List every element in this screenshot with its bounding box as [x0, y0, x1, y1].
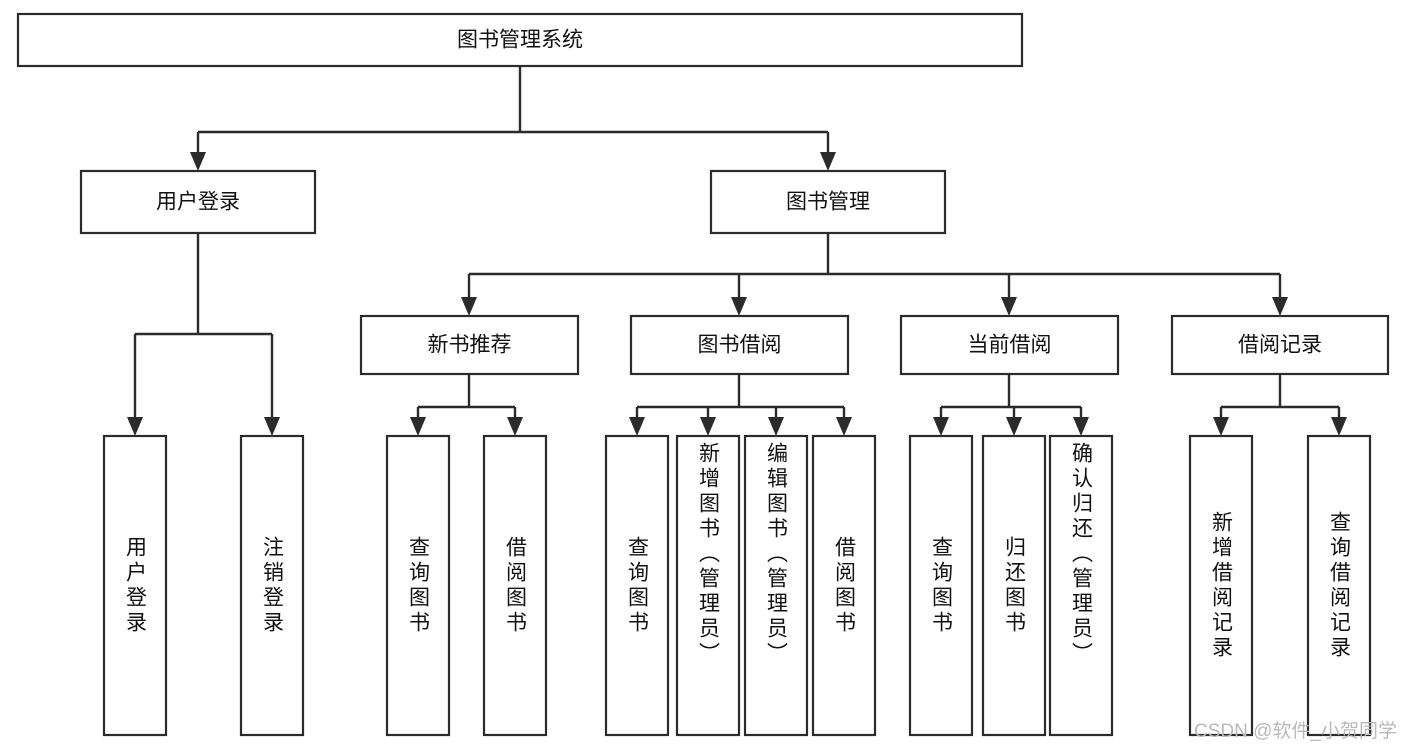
arrow-head-icon — [1073, 417, 1089, 436]
root-node-root[interactable]: 图书管理系统 — [16, 12, 1024, 68]
arrow-head-icon — [1213, 417, 1229, 436]
leaf-node-leaf-borrow-book-rec[interactable] — [482, 434, 548, 737]
node-label: 借阅记录 — [1238, 334, 1322, 357]
leaf-node-leaf-query-book-borrow[interactable] — [604, 434, 670, 737]
arrow-head-icon — [700, 417, 716, 436]
arrow-head-icon — [1331, 417, 1347, 436]
node-label: 图书管理系统 — [457, 29, 583, 52]
edges-layer — [127, 66, 1347, 436]
node-borrow-record[interactable]: 借阅记录 — [1170, 314, 1390, 376]
node-label: 图书管理 — [786, 191, 870, 214]
arrow-head-icon — [507, 417, 523, 436]
node-label: 图书借阅 — [698, 334, 782, 357]
node-new-book-recommend[interactable]: 新书推荐 — [359, 314, 580, 376]
arrow-head-icon — [933, 417, 949, 436]
leaf-node-leaf-user-login[interactable] — [102, 434, 168, 737]
leaf-node-leaf-add-book-admin[interactable] — [675, 434, 741, 737]
node-label: 当前借阅 — [968, 334, 1052, 357]
arrow-head-icon — [461, 297, 477, 316]
leaf-node-leaf-query-book-rec[interactable] — [385, 434, 451, 737]
leaf-node-leaf-edit-book-admin[interactable] — [743, 434, 809, 737]
arrow-head-icon — [410, 417, 426, 436]
arrow-head-icon — [768, 417, 784, 436]
arrow-head-icon — [629, 417, 645, 436]
arrow-head-icon — [836, 417, 852, 436]
arrow-head-icon — [190, 152, 206, 171]
node-label: 用户登录 — [156, 191, 240, 214]
node-book-manage[interactable]: 图书管理 — [709, 169, 947, 235]
node-user-login[interactable]: 用户登录 — [79, 169, 317, 235]
leaf-node-leaf-query-borrow-record[interactable] — [1306, 434, 1372, 737]
node-box — [709, 169, 947, 235]
node-box — [359, 314, 580, 376]
arrow-head-icon — [1006, 417, 1022, 436]
leaf-node-leaf-add-borrow-record[interactable] — [1188, 434, 1254, 737]
node-book-borrow[interactable]: 图书借阅 — [629, 314, 850, 376]
leaf-node-leaf-confirm-return-admin[interactable] — [1048, 434, 1114, 737]
leaf-node-leaf-query-book-cur[interactable] — [908, 434, 974, 737]
node-current-borrow[interactable]: 当前借阅 — [899, 314, 1120, 376]
arrow-head-icon — [820, 152, 836, 171]
arrow-head-icon — [731, 297, 747, 316]
leaf-node-leaf-borrow-book[interactable] — [811, 434, 877, 737]
node-box — [629, 314, 850, 376]
node-box — [16, 12, 1024, 68]
arrow-head-icon — [264, 417, 280, 436]
arrow-head-icon — [1001, 297, 1017, 316]
arrow-head-icon — [1272, 297, 1288, 316]
leaf-node-leaf-return-book[interactable] — [981, 434, 1047, 737]
node-label: 新书推荐 — [428, 334, 512, 357]
leaf-node-leaf-logout-login[interactable] — [239, 434, 305, 737]
arrow-head-icon — [127, 417, 143, 436]
node-box — [1170, 314, 1390, 376]
node-box — [79, 169, 317, 235]
node-box — [899, 314, 1120, 376]
